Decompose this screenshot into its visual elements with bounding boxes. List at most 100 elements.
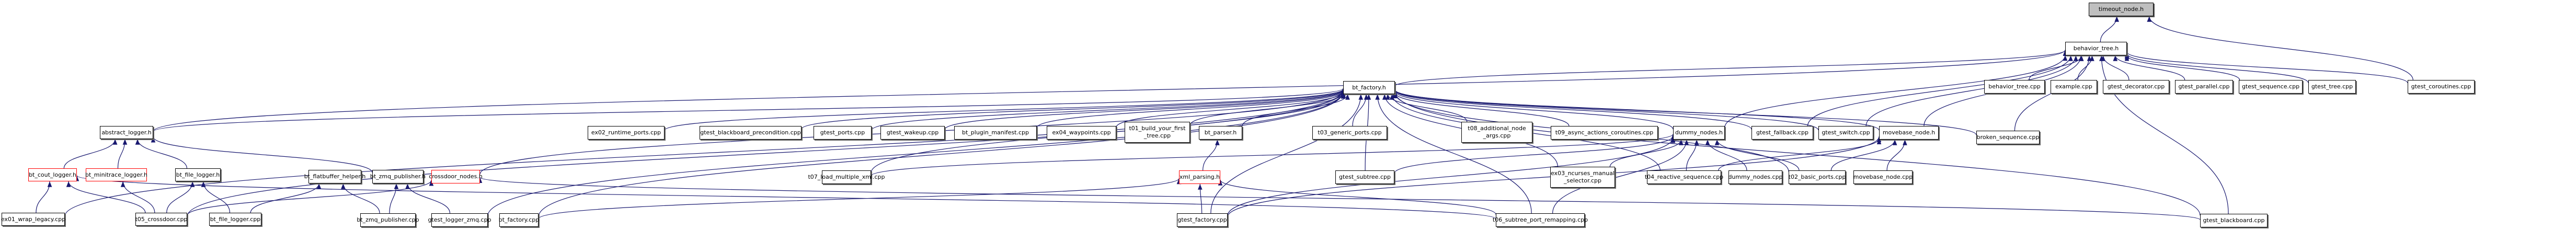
node-gtest-decorator-cpp[interactable]: gtest_decorator.cpp — [2103, 80, 2169, 94]
edge-ex03_ncurses_manual_selector_cpp-to-dummy_nodes_h — [1609, 139, 1684, 167]
edge-t03_generic_ports_cpp-to-bt_factory_h — [1352, 94, 1369, 126]
edge-bt_factory_cpp-to-xml_parsing_h — [538, 178, 1181, 220]
edge-gtest_fallback_cpp-to-bt_factory_h — [1392, 90, 1752, 130]
edge-t05_crossdoor_cpp-to-bt_minitrace_logger_h — [120, 181, 155, 213]
node-dummy-nodes-h[interactable]: dummy_nodes.h — [1673, 126, 1725, 140]
node-t02-basic-ports-cpp[interactable]: t02_basic_ports.cpp — [1789, 170, 1846, 184]
node-t01-build-your-first-tree-cpp[interactable]: t01_build_your_first _tree.cpp — [1125, 122, 1190, 143]
edge-bt_parser_h-to-bt_factory_h — [1242, 94, 1350, 126]
edge-bt_file_logger_cpp-to-bt_file_logger_h — [201, 181, 231, 213]
edge-bt_file_logger_cpp-to-bt_flatbuffer_helper_h — [250, 183, 322, 213]
node-gtest-blackboard-cpp[interactable]: gtest_blackboard.cpp — [2200, 214, 2268, 227]
node-bt-zmq-publisher-h[interactable]: bt_zmq_publisher.h — [370, 170, 426, 183]
edge-dummy_nodes_h-to-bt_factory_h — [1392, 91, 1674, 130]
edge-bt_plugin_manifest_cpp-to-bt_factory_h — [1036, 90, 1346, 128]
edge-t06_subtree_port_remapping_cpp-to-xml_parsing_h — [1218, 179, 1496, 215]
node-bt-cout-logger-h[interactable]: bt_cout_logger.h — [28, 168, 77, 181]
edge-xml_parsing_h-to-bt_parser_h — [1203, 139, 1220, 171]
node-t06-subtree-port-remapping-cpp[interactable]: t06_subtree_port_remapping.cpp — [1493, 213, 1588, 227]
node-gtest-tree-cpp[interactable]: gtest_tree.cpp — [2308, 80, 2356, 94]
node-gtest-fallback-cpp[interactable]: gtest_fallback.cpp — [1751, 126, 1813, 140]
edge-bt_zmq_publisher_cpp-to-bt_zmq_publisher_h — [389, 183, 399, 214]
node-crossdoor-nodes-h[interactable]: crossdoor_nodes.h — [429, 170, 483, 183]
edge-gtest_sequence_cpp-to-behavior_tree_h — [2124, 55, 2240, 80]
edge-gtest_decorator_cpp-to-behavior_tree_h — [2101, 55, 2130, 80]
node-example-cpp[interactable]: example.cpp — [2051, 80, 2097, 94]
node-gtest-logger-zmq-cpp[interactable]: gtest_logger_zmq.cpp — [428, 213, 491, 227]
node-bt-zmq-publisher-cpp[interactable]: bt_zmq_publisher.cpp — [357, 213, 419, 227]
edge-bt_file_logger_h-to-abstract_logger_h — [135, 139, 188, 169]
edge-t05_crossdoor_cpp-to-bt_file_logger_h — [166, 181, 195, 213]
edge-gtest_blackboard_precondition_cpp-to-bt_factory_h — [801, 89, 1346, 130]
edge-t02_basic_ports_cpp-to-dummy_nodes_h — [1714, 139, 1800, 171]
edge-gtest_factory_cpp-to-xml_parsing_h — [1197, 183, 1203, 214]
edge-t07_load_multiple_xml_cpp-to-dummy_nodes_h — [871, 134, 1675, 177]
edge-gtest_logger_zmq_cpp-to-bt_zmq_publisher_h — [405, 183, 451, 214]
edge-bt_zmq_publisher_cpp-to-bt_flatbuffer_helper_h — [341, 183, 380, 214]
edge-gtest_ports_cpp-to-bt_factory_h — [871, 89, 1346, 131]
node-gtest-wakeup-cpp[interactable]: gtest_wakeup.cpp — [880, 126, 945, 140]
node-behavior-tree-cpp[interactable]: behavior_tree.cpp — [1984, 80, 2045, 94]
node-behavior-tree-h[interactable]: behavior_tree.h — [2065, 42, 2127, 55]
node-gtest-coroutines-cpp[interactable]: gtest_coroutines.cpp — [2408, 80, 2475, 94]
edge-ex01_wrap_legacy_cpp-to-bt_cout_logger_h — [36, 181, 52, 213]
edge-behavior_tree_h-to-timeout_node_h — [2100, 16, 2119, 42]
edge-abstract_logger_h-to-bt_factory_h — [153, 88, 1345, 132]
node-t08-additional-node-args-cpp[interactable]: t08_additional_node _args.cpp — [1461, 122, 1532, 143]
edge-gtest_subtree_cpp-to-dummy_nodes_h — [1394, 136, 1676, 174]
edge-bt_zmq_publisher_h-to-abstract_logger_h — [151, 136, 373, 173]
node-ex04-waypoints-cpp[interactable]: ex04_waypoints.cpp — [1047, 126, 1116, 140]
node-t03-generic-ports-cpp[interactable]: t03_generic_ports.cpp — [1312, 126, 1387, 140]
edge-t06_subtree_port_remapping_cpp-to-dummy_nodes_h — [1552, 139, 1689, 214]
edge-t06_subtree_port_remapping_cpp-to-bt_factory_h — [1375, 94, 1532, 214]
node-gtest-blackboard-precondition-cpp[interactable]: gtest_blackboard_precondition.cpp — [700, 126, 802, 140]
node-bt-parser-h[interactable]: bt_parser.h — [1199, 126, 1242, 140]
node-bt-factory-h[interactable]: bt_factory.h — [1343, 81, 1395, 94]
node-movebase-node-cpp[interactable]: movebase_node.cpp — [1853, 170, 1913, 184]
edge-t05_crossdoor_cpp-to-bt_factory_h — [187, 90, 1346, 217]
node-bt-file-logger-h[interactable]: bt_file_logger.h — [175, 168, 221, 181]
edge-t05_crossdoor_cpp-to-crossdoor_nodes_h — [187, 180, 434, 216]
edge-t06_subtree_port_remapping_cpp-to-bt_cout_logger_h — [75, 175, 1496, 219]
edge-gtest_fallback_cpp-to-behavior_tree_h — [1807, 55, 2073, 126]
edge-abstract_logger_h-to-behavior_tree_h — [153, 50, 2067, 132]
node-gtest-sequence-cpp[interactable]: gtest_sequence.cpp — [2239, 80, 2303, 94]
node-gtest-ports-cpp[interactable]: gtest_ports.cpp — [814, 126, 872, 140]
node-bt-file-logger-cpp[interactable]: bt_file_logger.cpp — [209, 213, 261, 226]
node-ex02-runtime-ports-cpp[interactable]: ex02_runtime_ports.cpp — [588, 126, 665, 140]
node-gtest-subtree-cpp[interactable]: gtest_subtree.cpp — [1335, 170, 1394, 184]
node-t07-load-multiple-xml-cpp[interactable]: t07_load_multiple_xml.cpp — [808, 170, 885, 184]
node-t04-reactive-sequence-cpp[interactable]: t04_reactive_sequence.cpp — [1645, 170, 1723, 184]
node-ex03-ncurses-manual-selector-cpp[interactable]: ex03_ncurses_manual _selector.cpp — [1550, 167, 1615, 188]
node-bt-factory-cpp[interactable]: bt_factory.cpp — [499, 213, 539, 227]
node-gtest-switch-cpp[interactable]: gtest_switch.cpp — [1818, 126, 1873, 140]
edge-ex01_wrap_legacy_cpp-to-bt_factory_h — [64, 90, 1346, 216]
edge-gtest_factory_cpp-to-dummy_nodes_h — [1227, 137, 1676, 216]
edge-dummy_nodes_cpp-to-dummy_nodes_h — [1705, 139, 1747, 171]
node-timeout-node-h[interactable]: timeout_node.h — [2089, 3, 2154, 16]
edge-gtest_coroutines_cpp-to-timeout_node_h — [2147, 16, 2413, 80]
edge-gtest_coroutines_cpp-to-behavior_tree_h — [2124, 52, 2408, 84]
edge-gtest_blackboard_cpp-to-bt_factory_h — [1392, 91, 2201, 216]
node-t05-crossdoor-cpp[interactable]: t05_crossdoor.cpp — [135, 213, 187, 226]
node-ex01-wrap-legacy-cpp[interactable]: ex01_wrap_legacy.cpp — [1, 213, 65, 226]
edge-bt_factory_h-to-behavior_tree_h — [1394, 50, 2067, 87]
node-movebase-node-h[interactable]: movebase_node.h — [1879, 126, 1939, 140]
node-abstract-logger-h[interactable]: abstract_logger.h — [100, 126, 153, 139]
node-gtest-factory-cpp[interactable]: gtest_factory.cpp — [1177, 213, 1228, 227]
node-bt-flatbuffer-helper-h[interactable]: bt_flatbuffer_helper.h — [304, 170, 365, 183]
edge-t02_basic_ports_cpp-to-movebase_node_h — [1830, 139, 1897, 171]
edge-t09_async_actions_coroutines_cpp-to-bt_factory_h — [1392, 92, 1570, 126]
node-t09-async-actions-coroutines-cpp[interactable]: t09_async_actions_coroutines.cpp — [1551, 126, 1658, 140]
node-broken-sequence-cpp[interactable]: broken_sequence.cpp — [1976, 131, 2040, 144]
edge-gtest_blackboard_cpp-to-crossdoor_nodes_h — [478, 177, 2201, 220]
node-bt-plugin-manifest-cpp[interactable]: bt_plugin_manifest.cpp — [954, 126, 1037, 140]
node-dummy-nodes-cpp[interactable]: dummy_nodes.cpp — [1728, 170, 1783, 184]
node-bt-minitrace-logger-h[interactable]: bt_minitrace_logger.h — [85, 168, 147, 181]
edge-gtest_wakeup_cpp-to-bt_factory_h — [944, 90, 1346, 130]
edge-bt_factory_cpp-to-bt_factory_h — [538, 91, 1346, 217]
edge-dummy_nodes_h-to-behavior_tree_h — [1724, 55, 2068, 128]
node-xml-parsing-h[interactable]: xml_parsing.h — [1179, 170, 1220, 184]
node-gtest-parallel-cpp[interactable]: gtest_parallel.cpp — [2175, 80, 2233, 94]
